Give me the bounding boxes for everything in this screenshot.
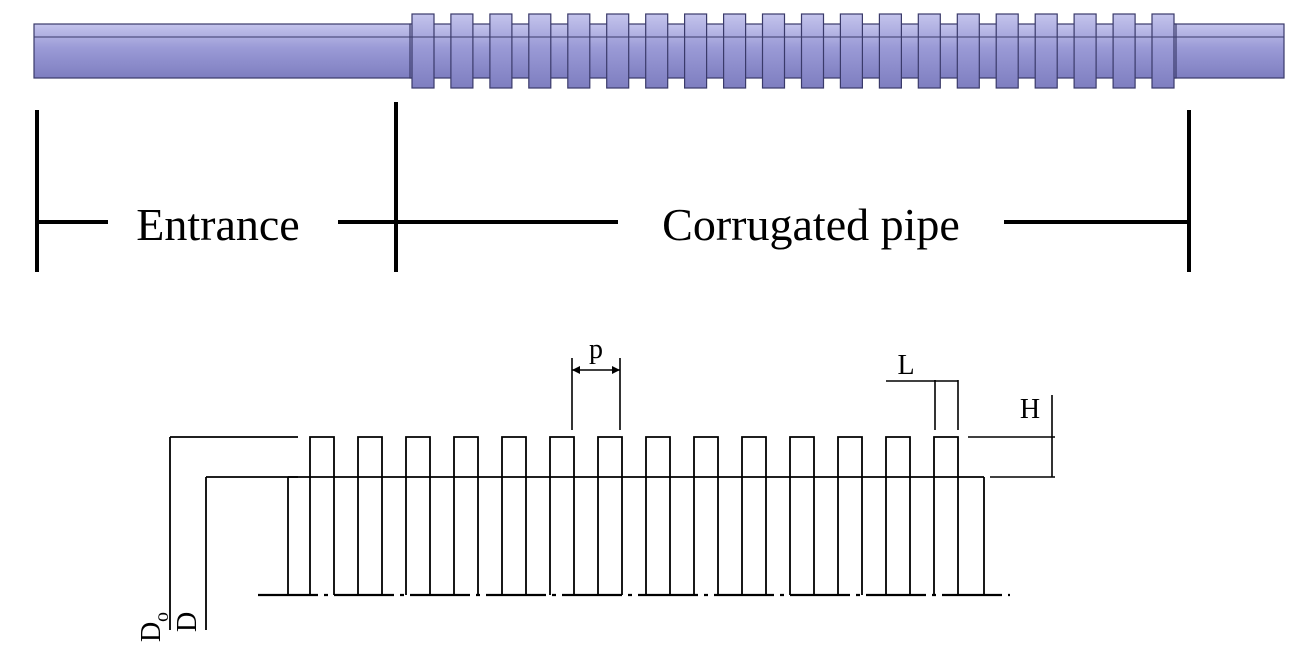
pipe-rib [878,13,903,89]
pipe-rib [839,13,864,89]
profile-rib [597,436,623,595]
pipe-rib [567,13,591,89]
pipe-rib [683,13,708,89]
profile-rib [645,436,671,595]
pipe-rib [917,13,941,89]
pipe-rib [411,13,435,89]
dimension-annotations [571,358,1055,478]
pipe-rib [800,13,825,89]
pipe-rib [995,13,1019,89]
outer-diameter-label-group: D o [136,612,173,642]
corrugated-pipe-label: Corrugated pipe [662,199,960,250]
profile-rib [741,436,767,595]
profile-ribs [309,436,959,595]
pitch-label: p [589,334,603,365]
pipe-rib [761,13,786,89]
pipe-rib [1151,13,1175,89]
rib-height-label: H [1020,394,1040,425]
profile-rib [789,436,815,595]
pipe-rib [722,13,747,89]
profile-rib [693,436,719,595]
profile-rib [501,436,527,595]
profile-rib [549,436,575,595]
outer-diameter-label: D [136,622,167,642]
profile-rib [933,436,959,595]
inner-diameter-label: D [172,612,203,632]
rib-length-label: L [897,350,914,381]
profile-rib [453,436,479,595]
profile-rib [405,436,431,595]
pipe-rib [489,13,513,89]
pipe-rib [645,13,669,89]
pipe-rib [450,13,474,89]
profile-rib [357,436,383,595]
pipe-ribs [411,13,1175,89]
pipe-rib [528,13,552,89]
profile-rib [309,436,335,595]
pipe-rib [956,13,980,89]
entrance-label: Entrance [136,199,299,250]
inner-diameter-label-group: D [172,612,203,632]
exit-tube [1173,23,1285,79]
pipe-model [33,13,1285,89]
profile-rib [885,436,911,595]
pipe-rib [606,13,630,89]
outer-diameter-subscript: o [151,612,173,622]
section-brackets [35,102,1191,272]
pipe-profile [169,436,1010,630]
pitch-arrow-left [572,366,580,374]
pitch-arrow-right [612,366,620,374]
corrugated-core [409,23,1177,79]
pipe-rib [1073,13,1097,89]
entrance-tube [33,23,413,79]
pipe-rib [1034,13,1058,89]
pipe-rib [1112,13,1136,89]
profile-rib [837,436,863,595]
